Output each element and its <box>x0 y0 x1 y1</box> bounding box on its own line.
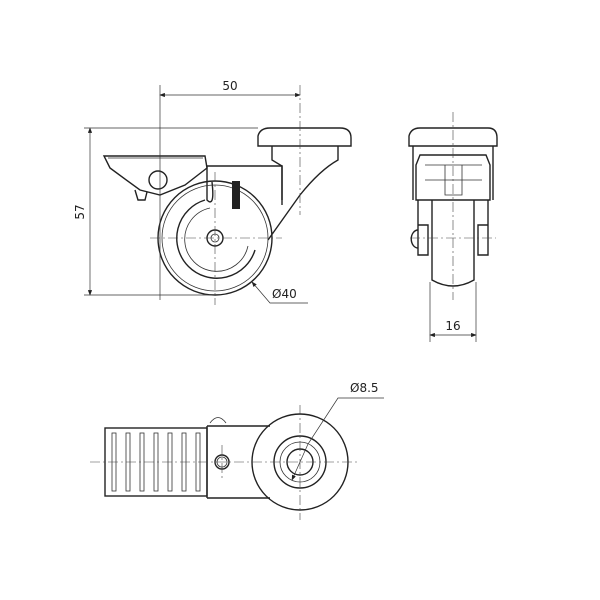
logo-mark <box>232 181 240 209</box>
brake-top <box>104 427 208 497</box>
brake-pedal <box>102 155 208 196</box>
brake-pivot <box>148 170 168 190</box>
side-view: 50 57 Ø40 <box>73 79 352 305</box>
dimension-d40-label: Ø40 <box>272 287 297 301</box>
stem <box>267 146 339 241</box>
fork-body <box>206 165 283 203</box>
front-view: 16 <box>408 112 498 342</box>
dimension-d8-5-label: Ø8.5 <box>350 381 379 395</box>
top-view: Ø8.5 <box>90 381 384 520</box>
dimension-57-label: 57 <box>73 204 87 219</box>
top-plate <box>257 127 352 147</box>
dimension-16-label: 16 <box>445 319 460 333</box>
dimension-50-label: 50 <box>222 79 237 93</box>
